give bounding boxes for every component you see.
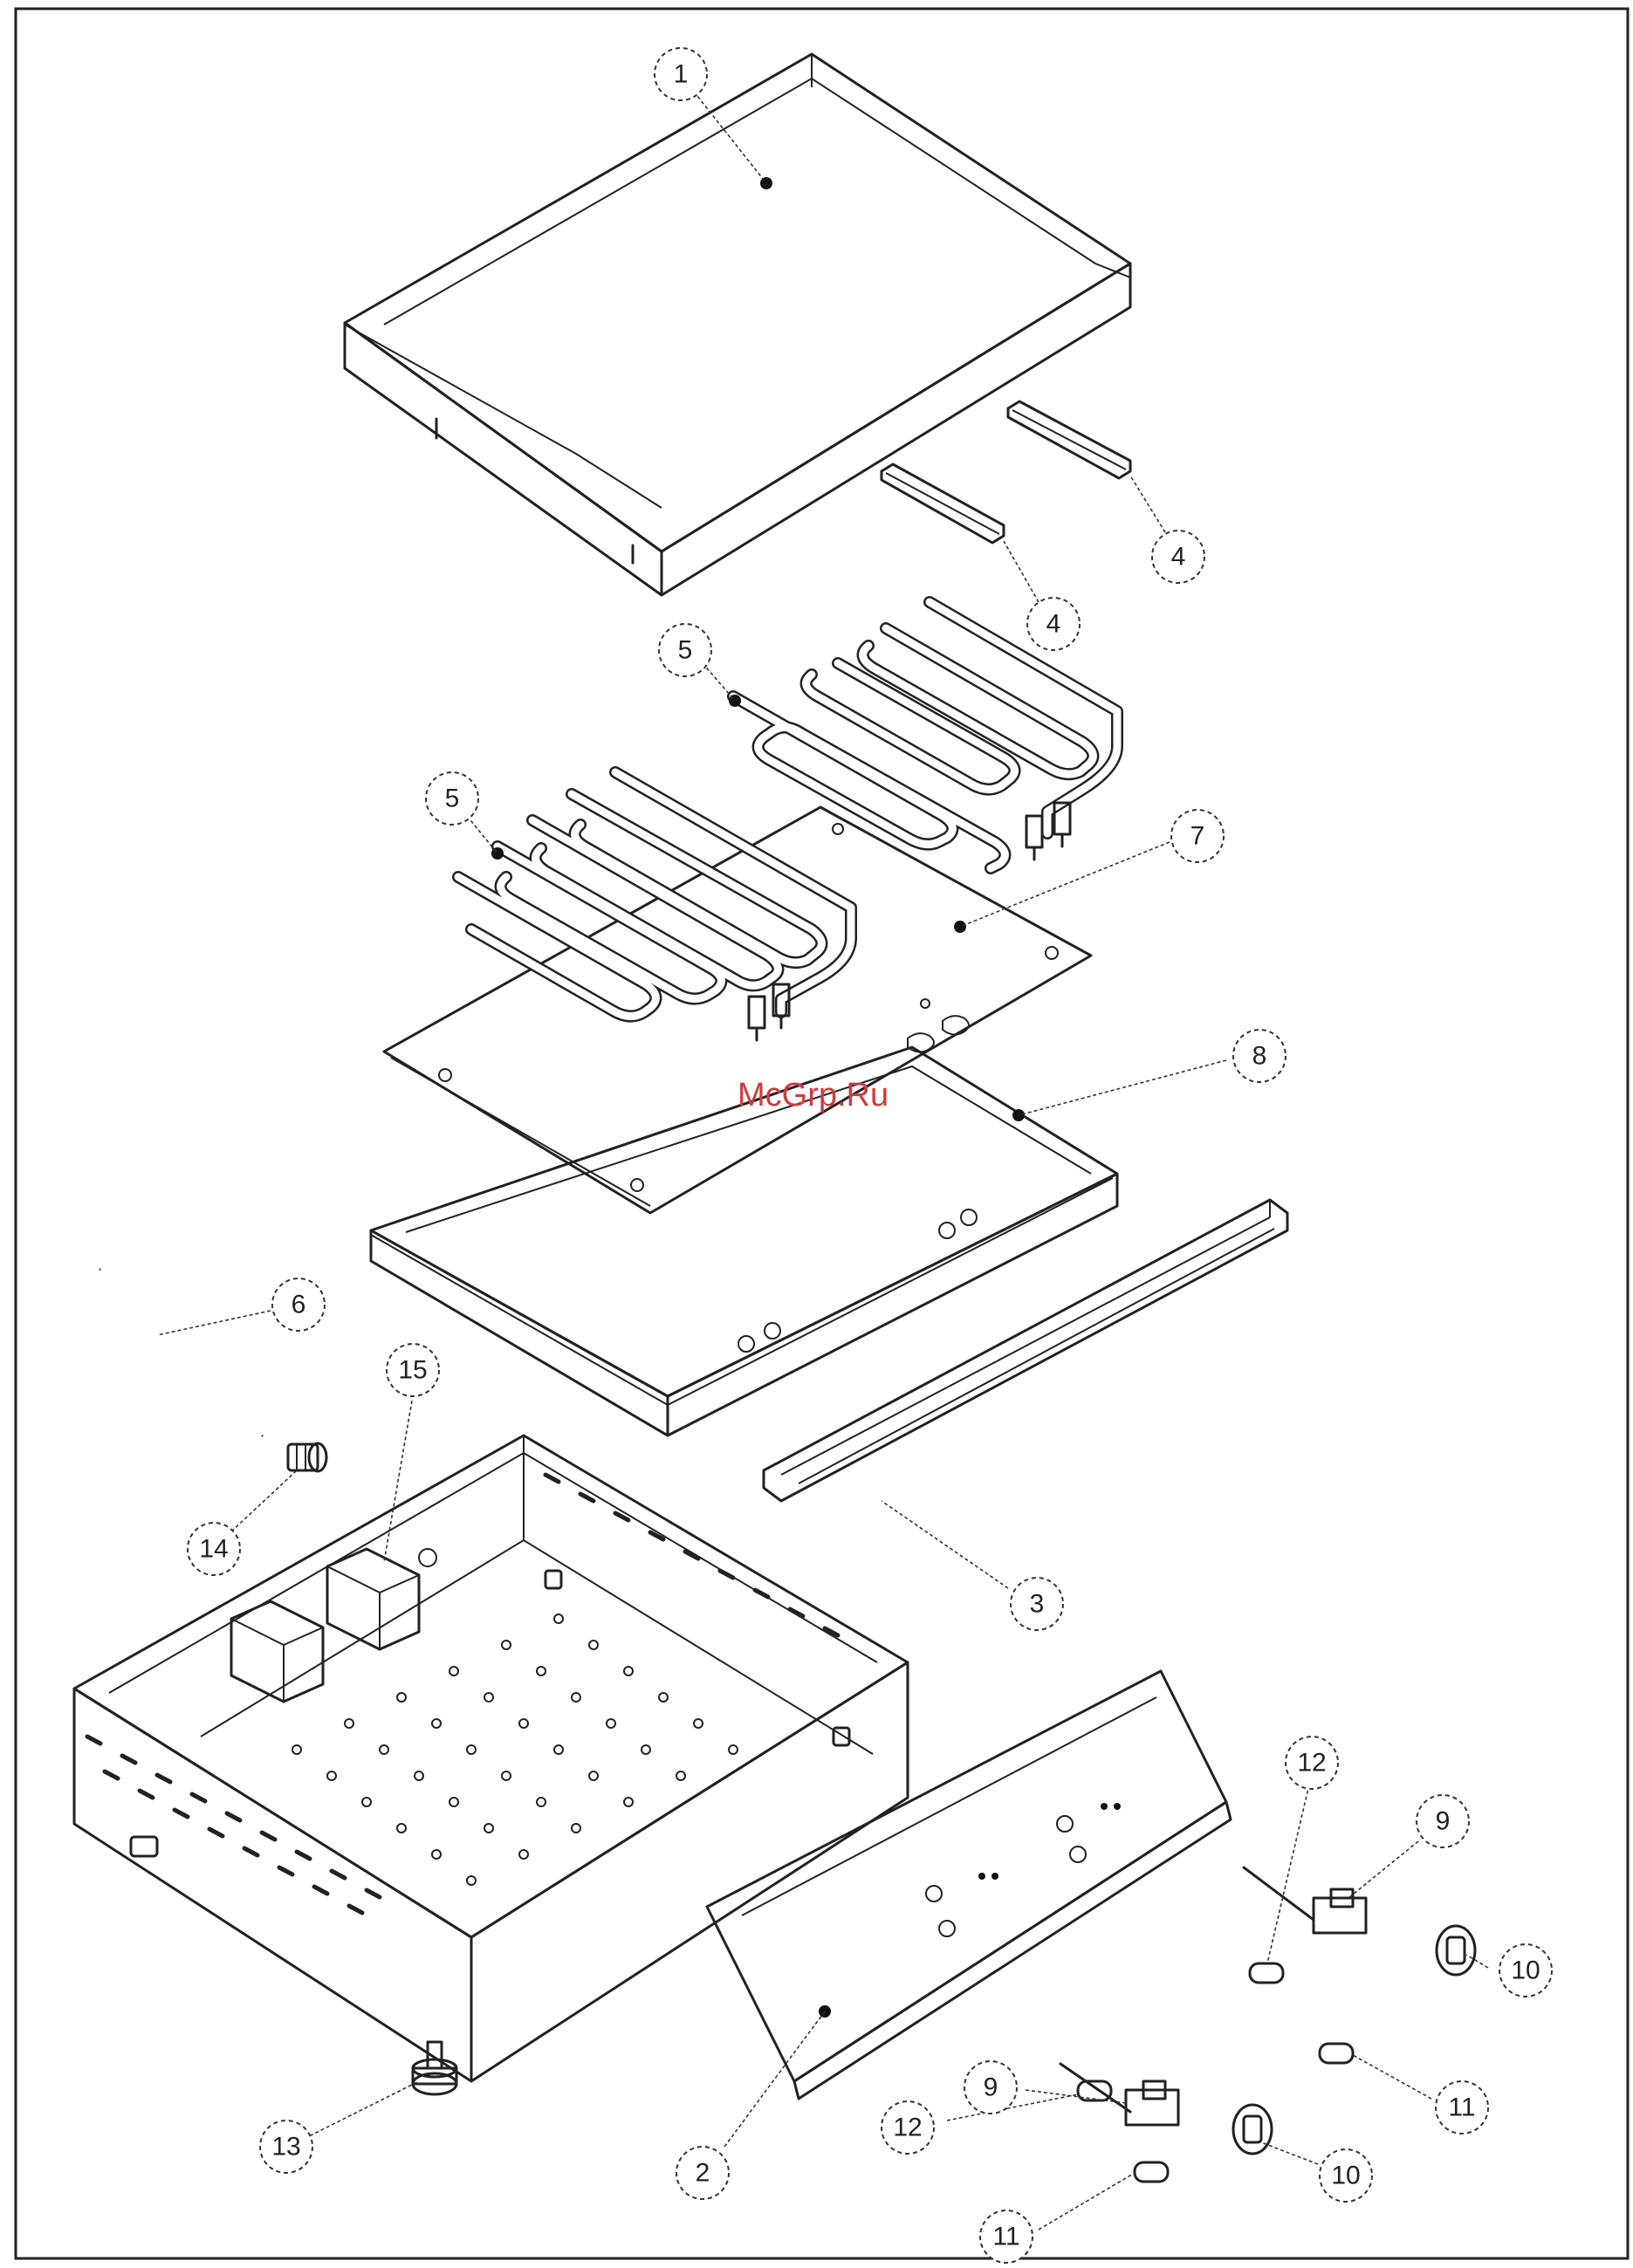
callout-10-left: 10	[1320, 2149, 1372, 2202]
part-knob-b	[1437, 1926, 1475, 1975]
part-adjustable-foot	[413, 2042, 456, 2094]
callout-label: 3	[1030, 1590, 1045, 1619]
part-lamp-11b	[1320, 2044, 1353, 2063]
callout-11-right: 11	[1436, 2081, 1488, 2134]
callout-label: 10	[1511, 1956, 1540, 1985]
callout-label: 6	[292, 1291, 306, 1319]
part-thermostat-b	[1244, 1867, 1366, 1933]
housing-floor-holes	[292, 1614, 738, 1885]
callout-label: 12	[893, 2114, 922, 2142]
callout-4-right: 4	[1152, 531, 1204, 583]
page-frame	[16, 9, 1628, 2258]
callout-8: 8	[1233, 1030, 1286, 1082]
part-cable-gland	[288, 1443, 326, 1471]
part-bracket-b	[882, 464, 1004, 543]
callout-label: 4	[1171, 543, 1186, 572]
callout-7: 7	[1171, 810, 1224, 862]
callout-1: 1	[655, 48, 707, 100]
part-lamp-11a	[1135, 2162, 1168, 2182]
part-lamp-12b	[1250, 1963, 1283, 1983]
part-drip-channel	[764, 1200, 1287, 1501]
callout-label: 14	[199, 1535, 228, 1564]
part-bracket-a	[1008, 401, 1130, 478]
callout-label: 10	[1331, 2162, 1360, 2190]
callout-label: 8	[1252, 1042, 1267, 1071]
callout-label: 11	[1448, 2093, 1475, 2122]
callout-4-left: 4	[1027, 598, 1080, 650]
callout-label: 13	[271, 2133, 300, 2162]
callout-10-right: 10	[1499, 1944, 1552, 1997]
callout-label: 9	[984, 2073, 998, 2102]
callout-11-left: 11	[980, 2210, 1033, 2263]
housing-slots-back	[545, 1475, 838, 1635]
callout-5-lower: 5	[426, 772, 478, 825]
callout-label: 1	[674, 60, 689, 89]
part-heating-element-lower	[458, 772, 851, 1040]
callout-label: 4	[1046, 610, 1061, 639]
callout-13: 13	[260, 2121, 312, 2173]
callout-label: 9	[1436, 1807, 1451, 1836]
callout-12-left: 12	[882, 2101, 934, 2154]
callout-label: 5	[445, 785, 460, 813]
callout-label: 7	[1190, 822, 1205, 851]
callout-9-right: 9	[1417, 1795, 1469, 1847]
part-terminal-block	[231, 1549, 436, 1702]
callout-6: 6	[272, 1278, 325, 1331]
callout-3: 3	[1011, 1578, 1063, 1630]
callout-label: 2	[696, 2159, 710, 2188]
callout-9-left: 9	[964, 2061, 1017, 2114]
callout-label: 12	[1297, 1749, 1326, 1778]
callout-5-upper: 5	[659, 624, 711, 676]
part-knob-a	[1233, 2105, 1272, 2154]
part-griddle-plate	[345, 54, 1130, 595]
callout-14: 14	[188, 1523, 240, 1575]
callout-label: 15	[398, 1356, 427, 1385]
callout-label: 11	[992, 2223, 1019, 2251]
part-control-panel	[707, 1671, 1231, 2099]
callout-12-right: 12	[1286, 1737, 1338, 1789]
callout-15: 15	[387, 1344, 439, 1396]
watermark-text: McGrp.Ru	[738, 1077, 889, 1113]
housing-slots-left	[87, 1737, 380, 1913]
callout-label: 5	[678, 636, 693, 665]
part-bent-rod	[100, 1270, 262, 1435]
callout-2: 2	[676, 2147, 729, 2199]
